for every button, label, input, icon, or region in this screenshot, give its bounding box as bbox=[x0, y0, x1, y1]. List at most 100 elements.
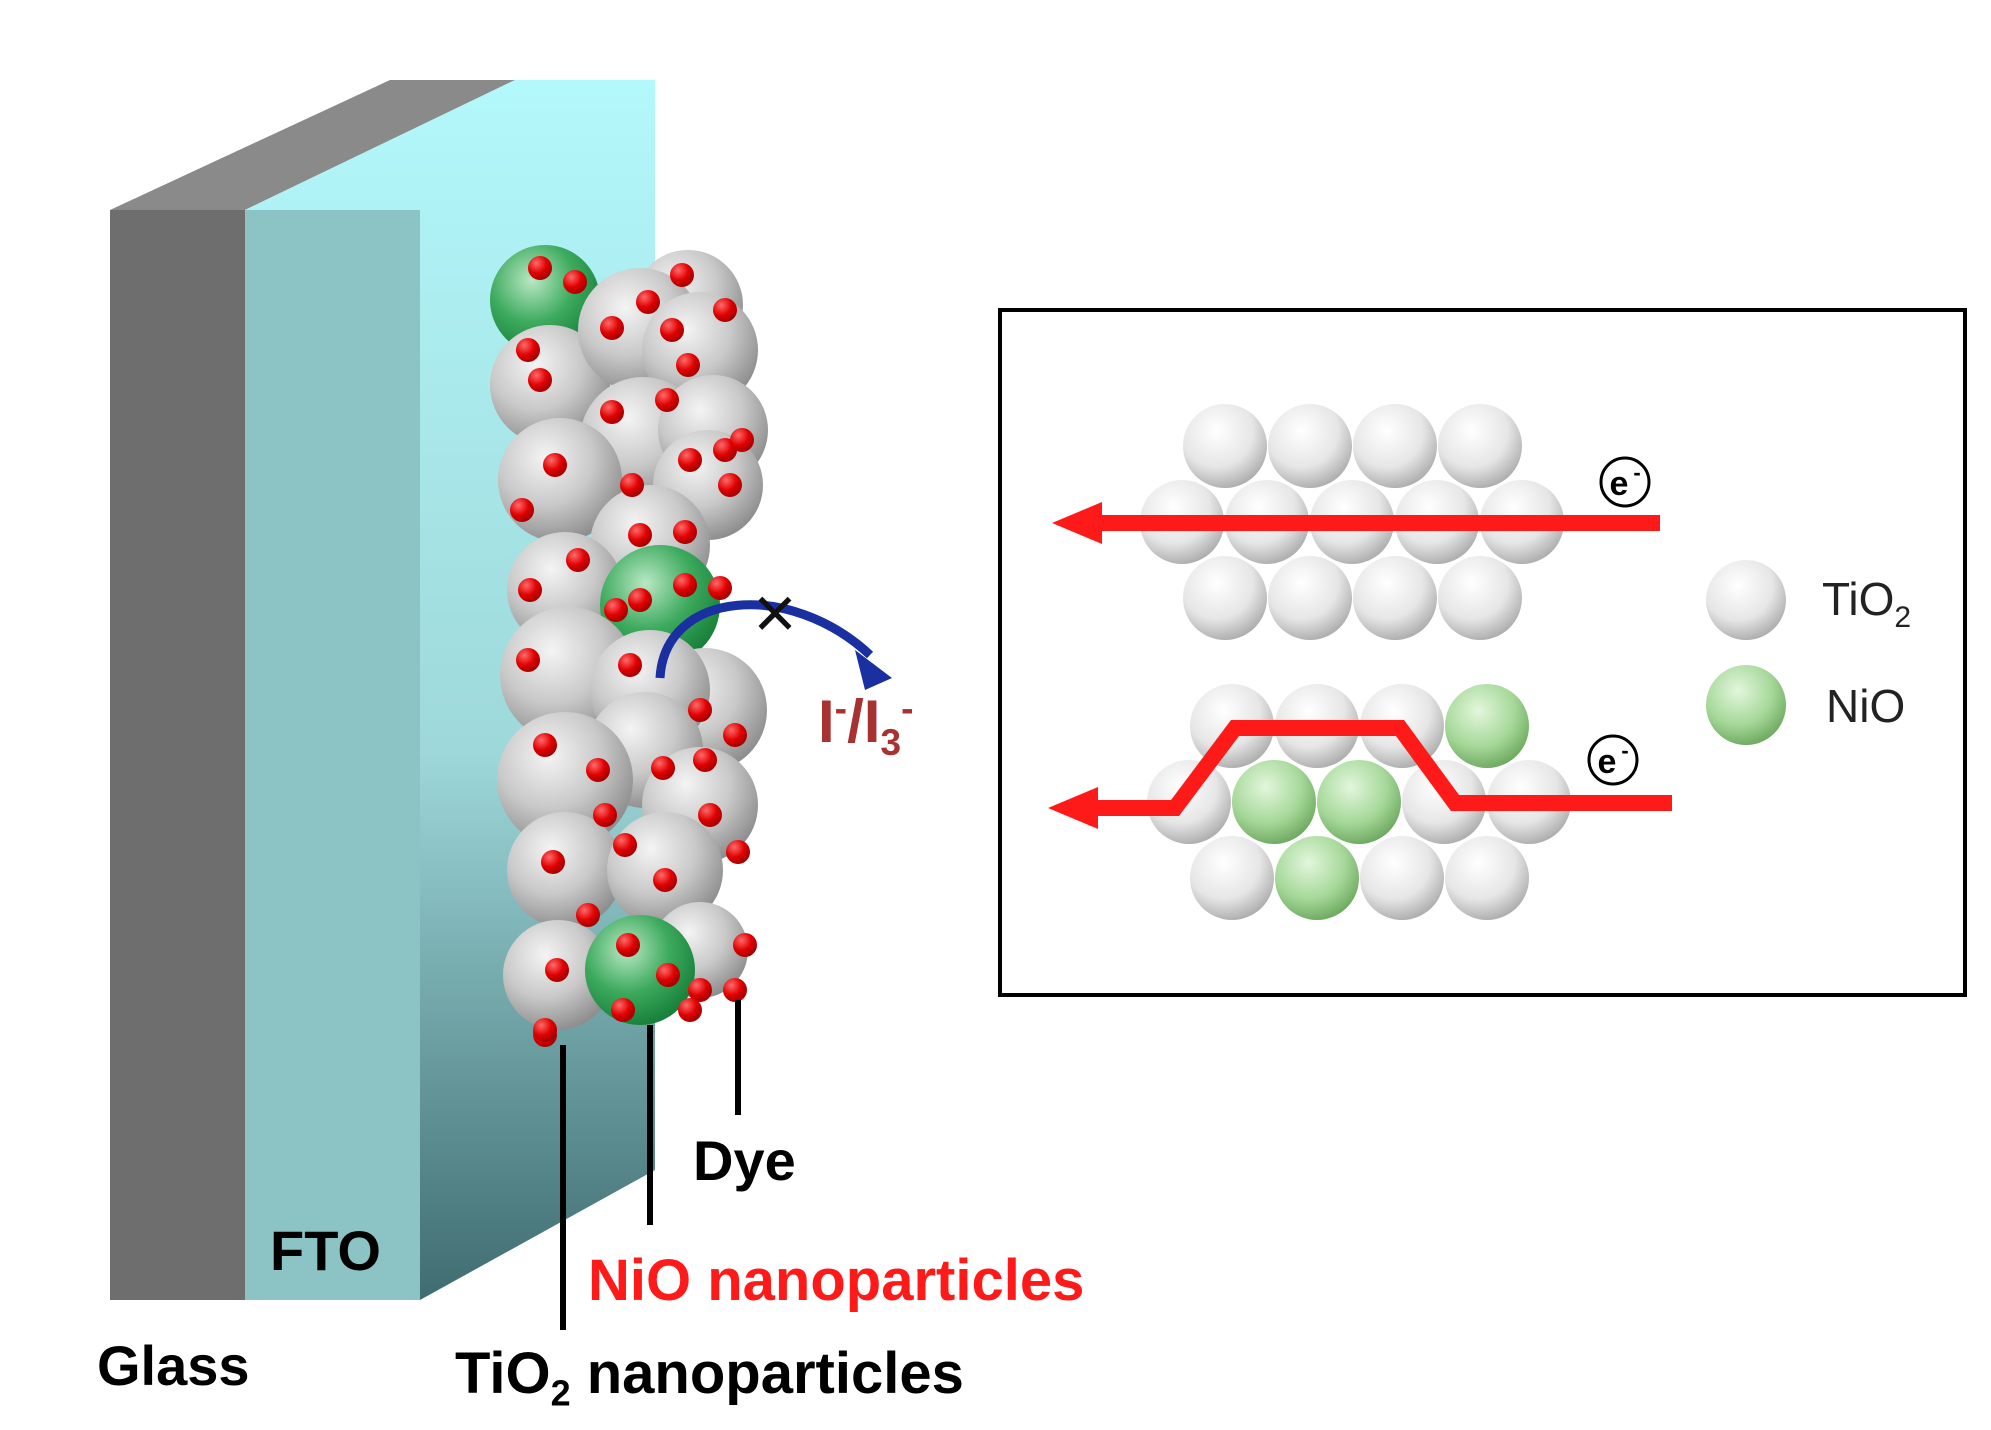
inset-tio2-sphere bbox=[1353, 404, 1437, 488]
dye-molecule bbox=[678, 448, 702, 472]
dye-molecule bbox=[678, 998, 702, 1022]
dye-molecule bbox=[516, 338, 540, 362]
label-nio-nanoparticles: NiO nanoparticles bbox=[588, 1248, 1085, 1313]
particle-column bbox=[490, 245, 768, 1047]
dye-molecule bbox=[593, 803, 617, 827]
dye-molecule bbox=[516, 648, 540, 672]
dye-molecule bbox=[718, 473, 742, 497]
electron-path-bottom-arrowhead bbox=[1048, 787, 1098, 829]
inset-nio-sphere bbox=[1317, 760, 1401, 844]
dye-molecule bbox=[651, 756, 675, 780]
dye-molecule bbox=[586, 758, 610, 782]
tio2-label-sub: 2 bbox=[550, 1372, 571, 1414]
glass-front-face bbox=[110, 210, 250, 1300]
inset-tio2-sphere bbox=[1360, 836, 1444, 920]
dye-molecule bbox=[533, 1018, 557, 1042]
legend-label-tio2: TiO2 bbox=[1822, 573, 1911, 634]
dye-molecule bbox=[730, 428, 754, 452]
recombination-arc bbox=[655, 600, 874, 679]
legend-label-nio: NiO bbox=[1826, 680, 1905, 732]
electron-path-top-arrowhead bbox=[1052, 502, 1102, 544]
dye-molecule bbox=[708, 576, 732, 600]
inset-tio2-sphere bbox=[1353, 556, 1437, 640]
dye-molecule bbox=[600, 316, 624, 340]
dye-molecule bbox=[723, 978, 747, 1002]
inset-tio2-sphere bbox=[1438, 404, 1522, 488]
inset-nio-sphere bbox=[1232, 760, 1316, 844]
redox-slash: /I bbox=[847, 688, 881, 755]
electron-circle-bottom bbox=[1587, 734, 1639, 786]
dye-molecule bbox=[673, 573, 697, 597]
dye-molecule bbox=[656, 963, 680, 987]
redox-charge-2: - bbox=[901, 687, 914, 729]
nio-particle bbox=[585, 915, 695, 1025]
dye-molecule bbox=[723, 723, 747, 747]
dye-molecule bbox=[673, 520, 697, 544]
dye-molecule bbox=[628, 523, 652, 547]
redox-sub: 3 bbox=[880, 721, 902, 763]
label-glass: Glass bbox=[97, 1334, 250, 1397]
dye-molecule bbox=[733, 933, 757, 957]
dye-molecule bbox=[541, 850, 565, 874]
electron-symbol-top: e - bbox=[1599, 456, 1651, 508]
inset-tio2-sphere bbox=[1190, 836, 1274, 920]
dye-molecule bbox=[660, 318, 684, 342]
tio2-label-suffix: nanoparticles bbox=[570, 1341, 964, 1406]
electron-label-bottom: e bbox=[1598, 743, 1617, 781]
electron-charge-top: - bbox=[1633, 460, 1640, 485]
dye-molecule bbox=[566, 548, 590, 572]
dye-molecule bbox=[676, 353, 700, 377]
fto-front-face bbox=[245, 210, 420, 1300]
tio2-label-main: TiO bbox=[455, 1341, 551, 1406]
dye-molecule bbox=[688, 978, 712, 1002]
inset-tio2-sphere bbox=[1268, 556, 1352, 640]
redox-i: I bbox=[818, 688, 835, 755]
inset-nio-sphere bbox=[1445, 684, 1529, 768]
glass-top-face bbox=[110, 80, 515, 210]
dye-molecule bbox=[618, 653, 642, 677]
electron-charge-bottom: - bbox=[1621, 738, 1628, 763]
inset-legend: TiO2 NiO bbox=[1706, 560, 1911, 745]
inset-tio2-sphere bbox=[1402, 760, 1486, 844]
dye-molecule bbox=[518, 578, 542, 602]
inset-nio-sphere bbox=[1275, 836, 1359, 920]
electron-path-bottom bbox=[1090, 720, 1672, 816]
dye-molecule bbox=[528, 368, 552, 392]
inset-tio2-sphere bbox=[1438, 556, 1522, 640]
dye-molecule bbox=[604, 598, 628, 622]
dye-molecule bbox=[698, 803, 722, 827]
inset-tio2-sphere bbox=[1183, 404, 1267, 488]
inset-tio2-sphere bbox=[1183, 556, 1267, 640]
legend-swatch-tio2 bbox=[1706, 560, 1786, 640]
dye-molecule bbox=[545, 958, 569, 982]
inset-tio2-sphere bbox=[1268, 404, 1352, 488]
label-dye: Dye bbox=[693, 1129, 796, 1192]
dye-molecule bbox=[726, 840, 750, 864]
dye-molecule bbox=[670, 263, 694, 287]
dye-molecule bbox=[510, 498, 534, 522]
label-tio2-nanoparticles: TiO2 nanoparticles bbox=[455, 1345, 964, 1412]
dye-molecule bbox=[528, 256, 552, 280]
electron-circle-top bbox=[1599, 456, 1651, 508]
inset-tio2-sphere bbox=[1445, 836, 1529, 920]
dye-molecule bbox=[563, 270, 587, 294]
redox-charge-1: - bbox=[834, 687, 848, 729]
dye-molecule bbox=[543, 453, 567, 477]
label-fto: FTO bbox=[270, 1219, 381, 1282]
dye-molecule bbox=[533, 733, 557, 757]
dye-molecule bbox=[655, 388, 679, 412]
inset-panel: e - e - TiO2 NiO bbox=[998, 308, 1967, 997]
legend-swatch-nio bbox=[1706, 665, 1786, 745]
recombination-path: × bbox=[655, 571, 892, 690]
dye-molecule bbox=[611, 998, 635, 1022]
dye-molecule bbox=[576, 903, 600, 927]
recombination-arrowhead bbox=[855, 650, 892, 690]
dye-molecule bbox=[636, 290, 660, 314]
electron-label-top: e bbox=[1610, 465, 1629, 503]
dye-molecule bbox=[693, 748, 717, 772]
electron-symbol-bottom: e - bbox=[1587, 734, 1639, 786]
dye-molecule bbox=[616, 933, 640, 957]
tio2-particle bbox=[507, 812, 623, 928]
dye-molecule bbox=[653, 868, 677, 892]
label-redox-couple: I-/I3- bbox=[818, 687, 914, 763]
